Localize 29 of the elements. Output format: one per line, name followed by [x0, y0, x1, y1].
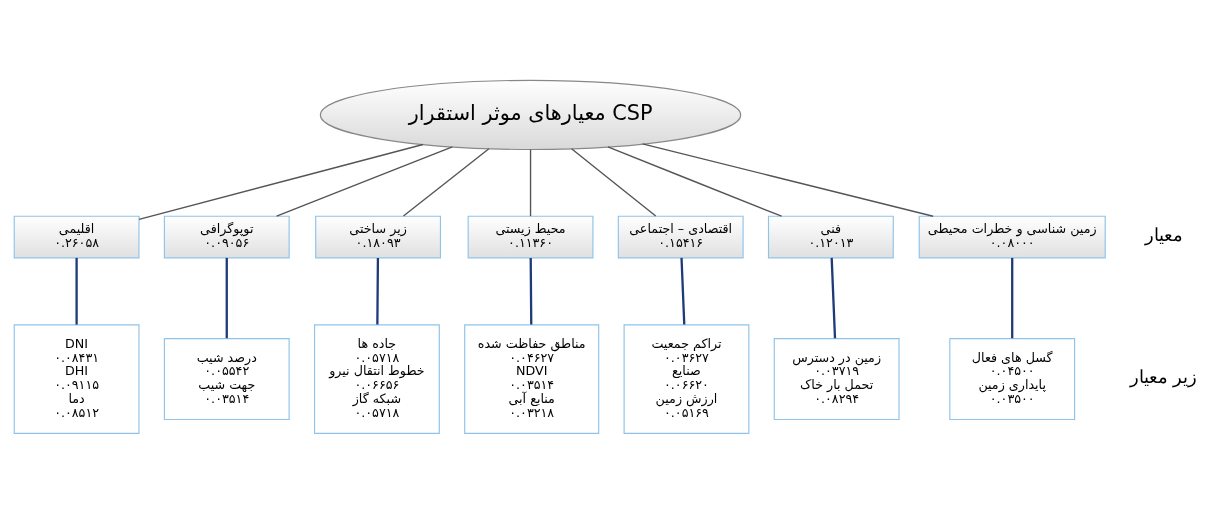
node-box: درصد شیب ۰.۰۵۵۴۲ جهت شیب ۰.۰۳۵۱۴	[163, 338, 290, 421]
connector	[376, 257, 380, 325]
node-box: گسل های فعال ۰.۰۴۵۰۰ پایداری زمین ۰.۰۳۵۰۰	[949, 338, 1076, 421]
node-ellipse: معیارهای موثر استقرار CSP	[319, 79, 742, 151]
node-box: تراکم جمعیت ۰.۰۳۶۲۷ صنایع ۰.۰۶۶۲۰ ارزش زمین ۰.۰۵۱۶۹	[623, 324, 750, 434]
node-box: زمین شناسی و خطرات محیطی ۰.۰۸۰۰۰	[918, 215, 1106, 259]
node-box: محیط زیستی ۰.۱۱۳۶۰	[467, 215, 594, 259]
connector	[275, 146, 453, 217]
connector	[641, 143, 934, 217]
label: زیر معیار	[1130, 367, 1197, 388]
node-box: فنی ۰.۱۲۰۱۳	[767, 215, 894, 259]
connector	[607, 146, 783, 217]
node-box: توپوگرافی ۰.۰۹۰۵۶	[163, 215, 290, 259]
connector	[529, 257, 533, 325]
connector	[75, 257, 78, 325]
connector	[570, 148, 657, 217]
connector	[680, 257, 686, 325]
node-box: اقلیمی ۰.۲۶۰۵۸	[13, 215, 140, 259]
connector	[830, 257, 837, 339]
connector	[225, 257, 228, 339]
connector	[1011, 257, 1014, 339]
label: معیار	[1144, 225, 1183, 246]
connector	[402, 148, 490, 217]
connector	[529, 148, 532, 217]
node-box: زمین در دسترس ۰.۰۳۷۱۹ تحمل بار خاک ۰.۰۸۲۹۴	[773, 338, 900, 421]
connector	[138, 143, 424, 221]
node-box: جاده ها ۰.۰۵۷۱۸ خطوط انتقال نیرو ۰.۰۶۶۵۶ شبکه گاز ۰.۰۵۷۱۸	[313, 324, 440, 434]
node-box: اقتصادی – اجتماعی ۰.۱۵۴۱۶	[617, 215, 744, 259]
node-box: زیر ساختی ۰.۱۸۰۹۳	[315, 215, 442, 259]
